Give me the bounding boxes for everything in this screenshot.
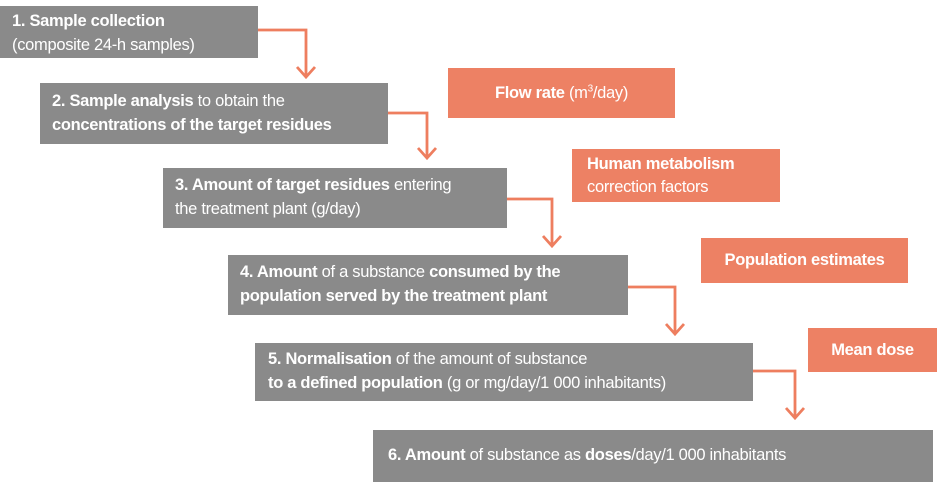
text-segment: 6. Amount bbox=[388, 446, 466, 465]
text-segment: 5. Normalisation bbox=[268, 350, 392, 368]
text-segment: population served by the treatment plant bbox=[240, 286, 548, 305]
text-segment: the treatment plant (g/day) bbox=[175, 199, 361, 218]
text-segment: 1. Sample collection bbox=[12, 12, 165, 30]
text-segment: of the amount of substance bbox=[391, 350, 588, 368]
arrow-step5-to-step6 bbox=[753, 369, 806, 421]
text-segment: Flow rate bbox=[494, 83, 565, 102]
text-segment: (m bbox=[564, 83, 588, 102]
step-1-text-line-2: (composite 24-h samples) bbox=[12, 34, 246, 58]
step-3-text-line-1: 3. Amount of target residues entering bbox=[175, 174, 495, 198]
step-3-box: 3. Amount of target residues entering th… bbox=[163, 168, 507, 228]
step-3-text-line-2: the treatment plant (g/day) bbox=[175, 198, 495, 222]
mean-dose-text: Mean dose bbox=[831, 341, 914, 360]
text-segment: entering bbox=[389, 176, 452, 194]
superscript-3: 3 bbox=[587, 83, 594, 94]
step-5-text-line-1: 5. Normalisation of the amount of substa… bbox=[268, 348, 741, 372]
step-1-text-line-1: 1. Sample collection bbox=[12, 10, 246, 34]
text-segment: to obtain the bbox=[193, 92, 285, 110]
arrow-step2-to-step3 bbox=[388, 111, 438, 161]
arrow-step1-to-step2 bbox=[257, 28, 317, 80]
text-segment: Human metabolism bbox=[587, 155, 735, 173]
step-6-text-line-1: 6. Amount of substance as doses/day/1 00… bbox=[388, 444, 786, 468]
text-segment: correction factors bbox=[587, 178, 709, 196]
input-human-metabolism-box: Human metabolism correction factors bbox=[572, 149, 780, 202]
text-segment: Mean dose bbox=[831, 340, 914, 359]
arrow-step3-to-step4 bbox=[507, 197, 563, 249]
text-segment: of substance as bbox=[465, 446, 586, 465]
human-metabolism-text-line-1: Human metabolism bbox=[587, 153, 780, 176]
text-segment: to a defined population bbox=[268, 373, 443, 392]
input-flow-rate-box: Flow rate (m3/day) bbox=[448, 68, 675, 118]
text-segment: (composite 24-h samples) bbox=[12, 35, 195, 54]
text-segment: doses bbox=[585, 446, 632, 465]
step-5-box: 5. Normalisation of the amount of substa… bbox=[255, 343, 753, 401]
step-6-box: 6. Amount of substance as doses/day/1 00… bbox=[373, 430, 933, 482]
text-segment: /day/1 000 inhabitants bbox=[631, 446, 787, 465]
text-segment: Population estimates bbox=[724, 251, 885, 269]
text-segment: (g or mg/day/1 000 inhabitants) bbox=[442, 373, 666, 392]
human-metabolism-text-line-2: correction factors bbox=[587, 176, 780, 199]
text-segment: 3. Amount of target residues bbox=[175, 176, 390, 194]
step-2-box: 2. Sample analysis to obtain the concent… bbox=[40, 83, 388, 144]
text-segment: consumed by the bbox=[429, 263, 561, 281]
arrow-step4-to-step5 bbox=[628, 285, 686, 337]
population-estimates-text: Population estimates bbox=[725, 251, 885, 270]
step-2-text-line-2: concentrations of the target residues bbox=[52, 114, 376, 138]
step-4-text-line-1: 4. Amount of a substance consumed by the bbox=[240, 261, 616, 285]
step-1-box: 1. Sample collection (composite 24-h sam… bbox=[0, 6, 258, 58]
text-segment: concentrations of the target residues bbox=[52, 115, 332, 134]
input-population-estimates-box: Population estimates bbox=[701, 238, 908, 283]
text-segment: /day) bbox=[592, 83, 629, 102]
step-2-text-line-1: 2. Sample analysis to obtain the bbox=[52, 90, 376, 114]
step-5-text-line-2: to a defined population (g or mg/day/1 0… bbox=[268, 372, 741, 396]
text-segment: of a substance bbox=[317, 263, 430, 281]
text-segment: 2. Sample analysis bbox=[52, 92, 194, 110]
flow-rate-text: Flow rate (m3/day) bbox=[495, 84, 628, 103]
step-4-text-line-2: population served by the treatment plant bbox=[240, 285, 616, 309]
step-4-box: 4. Amount of a substance consumed by the… bbox=[228, 255, 628, 315]
input-mean-dose-box: Mean dose bbox=[808, 328, 937, 372]
text-segment: 4. Amount bbox=[240, 263, 318, 281]
